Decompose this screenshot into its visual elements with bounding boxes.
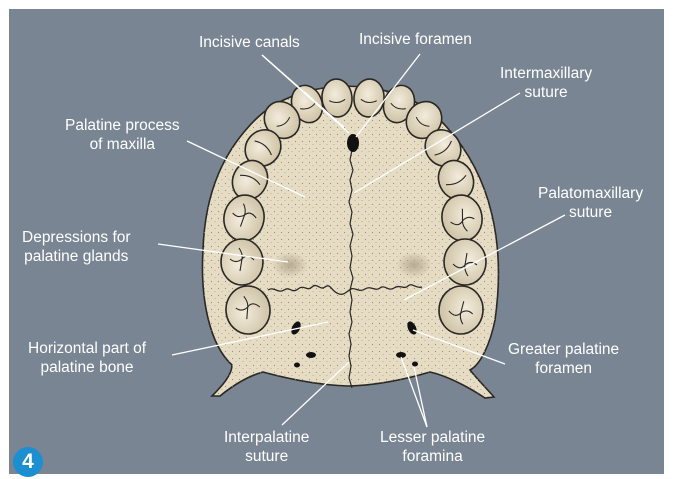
incisive-foramen-hole <box>347 134 359 152</box>
right-lesser-palatine-foramen-b <box>412 362 418 367</box>
left-lesser-palatine-foramen-a <box>306 352 316 358</box>
figure-number-badge: 4 <box>13 447 43 477</box>
left-lesser-palatine-foramen-b <box>294 363 300 368</box>
right-palatine-gland-depression <box>396 252 432 278</box>
label-incisive-foramen: Incisive foramen <box>359 30 472 49</box>
left-second-molar-tooth <box>221 239 263 285</box>
label-incisive-canals: Incisive canals <box>199 33 300 52</box>
left-palatine-gland-depression <box>272 252 308 278</box>
right-second-molar-tooth <box>444 239 486 285</box>
